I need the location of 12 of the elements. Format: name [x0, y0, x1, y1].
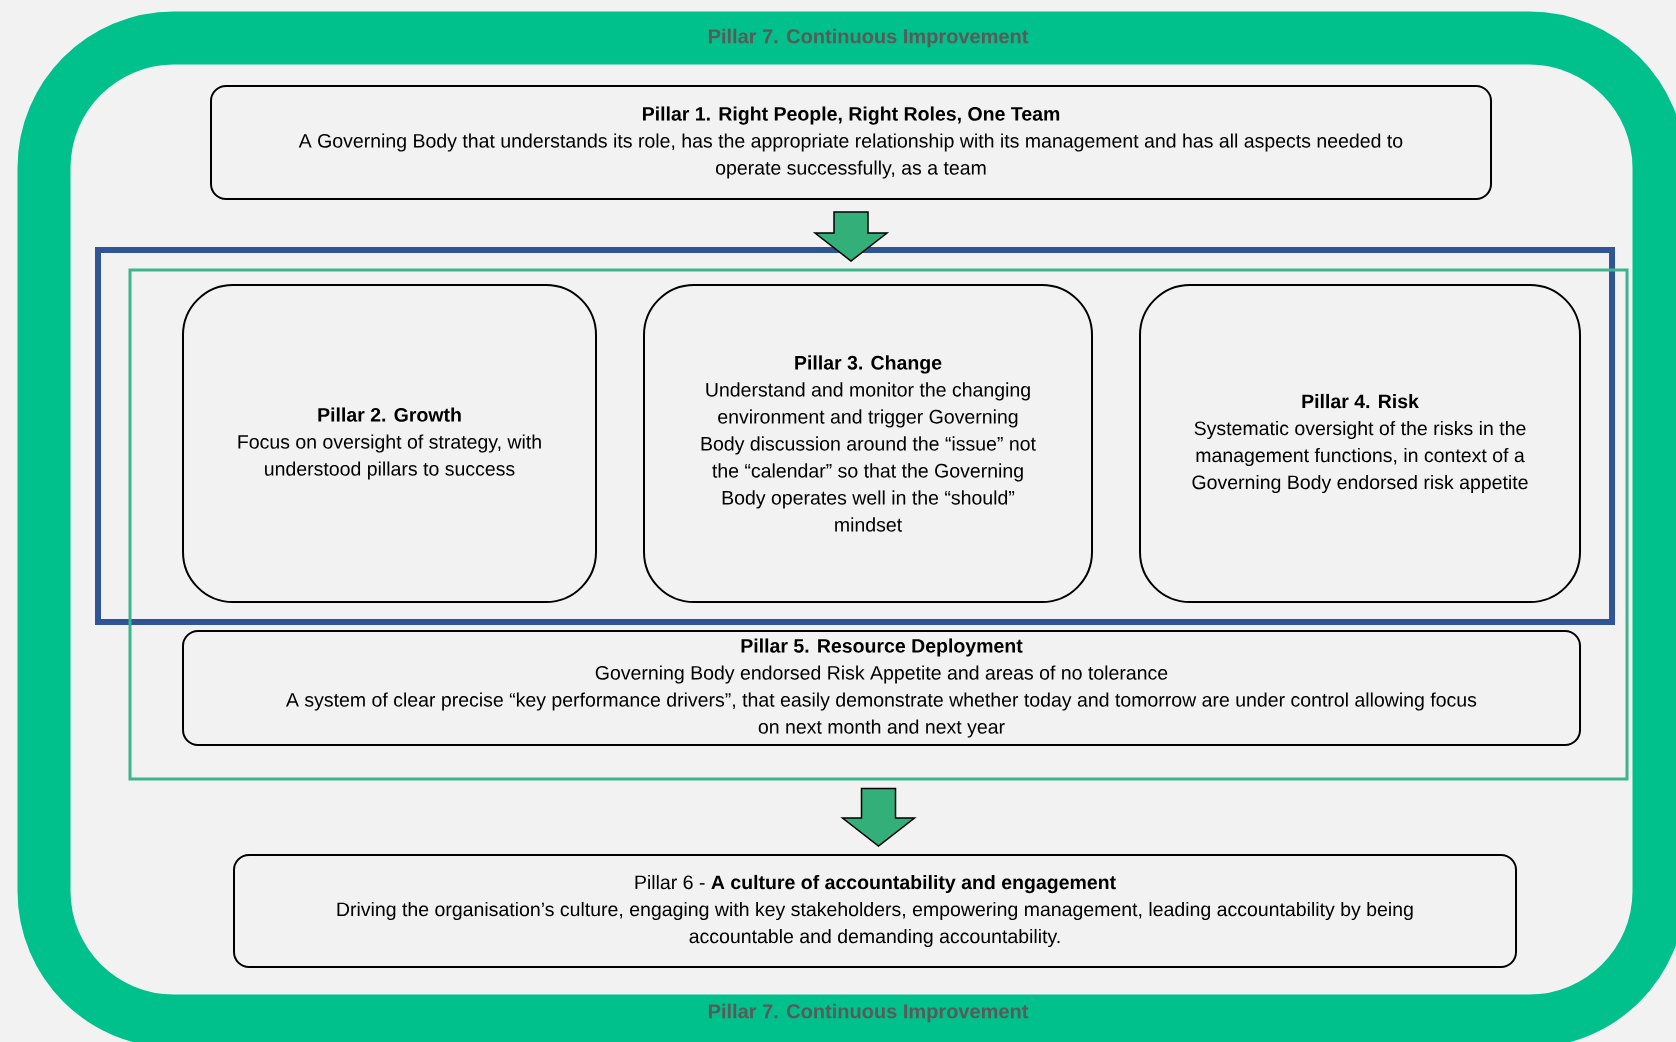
- pillar-box: Pillar 3. Change Understand and monitor the changing environment and trigger Governing Body discussion around the “issue” not the “calendar” so that the Governing Body operates well in the “should” mindset: [643, 284, 1093, 603]
- pillar-box: Pillar 1. Right People, Right Roles, One Team A Governing Body that understands its role, has the appropriate relationship with its management and has all aspects needed to operate successfully, as a team: [210, 85, 1492, 200]
- pillar-box: Pillar 6 - A culture of accountability and engagement Driving the organisation’s culture, engaging with key stakeholders, empowering management, leading accountability by being accountable and demanding accountability.: [233, 854, 1517, 968]
- arrow: [840, 787, 917, 847]
- arrow: [812, 211, 890, 262]
- frame-outline: [128, 268, 1629, 781]
- frame-outline: [95, 247, 1615, 625]
- band-title: Pillar 7. Continuous Improvement: [708, 28, 1029, 48]
- pillar-box: Pillar 4. Risk Systematic oversight of the risks in the management functions, in context of a Governing Body endorsed risk appetite: [1139, 284, 1581, 603]
- pillar-box: Pillar 5. Resource Deployment Governing Body endorsed Risk Appetite and areas of no tolerance A system of clear precise “key performance drivers”, that easily demonstrate whether today and tomorrow are under control allowing focus on next month and next year: [182, 630, 1581, 746]
- pillar-box: Pillar 2. Growth Focus on oversight of strategy, with understood pillars to success: [182, 284, 597, 603]
- band-title: Pillar 7. Continuous Improvement: [708, 1003, 1029, 1023]
